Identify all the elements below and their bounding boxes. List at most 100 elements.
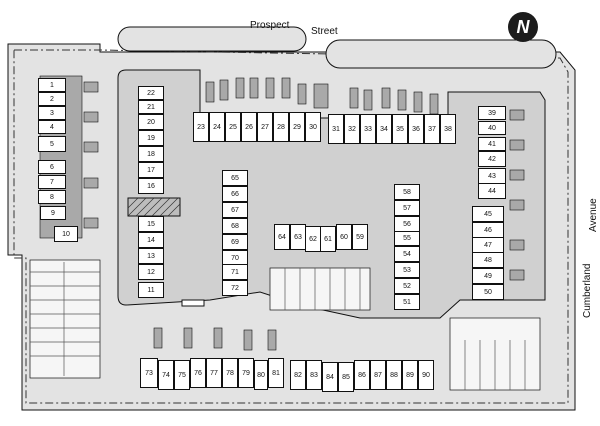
unit-39: 39 <box>478 106 506 120</box>
unit-62: 62 <box>305 226 321 252</box>
unit-53: 53 <box>394 262 420 278</box>
unit-31: 31 <box>328 114 344 144</box>
unit-58: 58 <box>394 184 420 200</box>
unit-17: 17 <box>138 162 164 178</box>
unit-32: 32 <box>344 114 360 144</box>
unit-49: 49 <box>472 268 504 284</box>
unit-63: 63 <box>290 224 306 250</box>
street-label-cumberland: Cumberland <box>582 263 593 318</box>
unit-47: 47 <box>472 237 504 253</box>
unit-46: 46 <box>472 222 504 238</box>
unit-13: 13 <box>138 248 164 264</box>
unit-40: 40 <box>478 121 506 135</box>
unit-56: 56 <box>394 216 420 232</box>
street-label-prospect: Prospect <box>250 20 290 31</box>
unit-48: 48 <box>472 252 504 268</box>
unit-4: 4 <box>38 120 66 134</box>
unit-54: 54 <box>394 246 420 262</box>
unit-52: 52 <box>394 278 420 294</box>
median-right <box>325 39 557 69</box>
unit-35: 35 <box>392 114 408 144</box>
unit-22: 22 <box>138 86 164 100</box>
unit-8: 8 <box>38 190 66 204</box>
unit-67: 67 <box>222 202 248 218</box>
unit-85: 85 <box>338 362 354 392</box>
unit-68: 68 <box>222 218 248 234</box>
unit-2: 2 <box>38 92 66 106</box>
unit-9: 9 <box>40 206 66 220</box>
unit-86: 86 <box>354 360 370 390</box>
parking-lot-west <box>29 259 101 379</box>
unit-29: 29 <box>289 112 305 142</box>
unit-45: 45 <box>472 206 504 222</box>
unit-51: 51 <box>394 294 420 310</box>
small-structure <box>181 299 205 307</box>
unit-84: 84 <box>322 362 338 392</box>
unit-20: 20 <box>138 114 164 130</box>
unit-72: 72 <box>222 280 248 296</box>
unit-28: 28 <box>273 112 289 142</box>
unit-89: 89 <box>402 360 418 390</box>
unit-6: 6 <box>38 160 66 174</box>
unit-74: 74 <box>158 360 174 390</box>
unit-79: 79 <box>238 358 254 388</box>
unit-82: 82 <box>290 360 306 390</box>
unit-30: 30 <box>305 112 321 142</box>
parking-lot-south <box>269 267 541 391</box>
unit-34: 34 <box>376 114 392 144</box>
unit-57: 57 <box>394 200 420 216</box>
unit-19: 19 <box>138 130 164 146</box>
unit-5: 5 <box>38 136 66 152</box>
unit-71: 71 <box>222 264 248 280</box>
unit-76: 76 <box>190 358 206 388</box>
unit-27: 27 <box>257 112 273 142</box>
median-left <box>117 26 307 52</box>
street-label-street: Street <box>311 26 338 37</box>
unit-11: 11 <box>138 282 164 298</box>
unit-23: 23 <box>193 112 209 142</box>
unit-77: 77 <box>206 358 222 388</box>
unit-83: 83 <box>306 360 322 390</box>
unit-16: 16 <box>138 178 164 194</box>
property-boundary-line <box>13 49 569 404</box>
unit-38: 38 <box>440 114 456 144</box>
unit-69: 69 <box>222 234 248 250</box>
unit-37: 37 <box>424 114 440 144</box>
unit-50: 50 <box>472 284 504 300</box>
unit-90: 90 <box>418 360 434 390</box>
unit-64: 64 <box>274 224 290 250</box>
unit-42: 42 <box>478 151 506 167</box>
unit-61: 61 <box>320 226 336 252</box>
unit-78: 78 <box>222 358 238 388</box>
unit-59: 59 <box>352 224 368 250</box>
unit-15: 15 <box>138 216 164 232</box>
unit-75: 75 <box>174 360 190 390</box>
unit-3: 3 <box>38 106 66 120</box>
unit-12: 12 <box>138 264 164 280</box>
unit-88: 88 <box>386 360 402 390</box>
unit-18: 18 <box>138 146 164 162</box>
unit-7: 7 <box>38 175 66 189</box>
unit-14: 14 <box>138 232 164 248</box>
unit-87: 87 <box>370 360 386 390</box>
unit-1: 1 <box>38 78 66 92</box>
street-label-avenue: Avenue <box>588 198 599 232</box>
hatched-walkway <box>127 197 181 217</box>
unit-26: 26 <box>241 112 257 142</box>
unit-44: 44 <box>478 183 506 199</box>
unit-43: 43 <box>478 168 506 184</box>
unit-81: 81 <box>268 358 284 388</box>
unit-21: 21 <box>138 100 164 114</box>
unit-33: 33 <box>360 114 376 144</box>
unit-24: 24 <box>209 112 225 142</box>
unit-66: 66 <box>222 186 248 202</box>
north-arrow-icon: N <box>508 12 538 42</box>
unit-65: 65 <box>222 170 248 186</box>
unit-41: 41 <box>478 137 506 151</box>
unit-73: 73 <box>140 358 158 388</box>
unit-25: 25 <box>225 112 241 142</box>
unit-80: 80 <box>254 360 268 390</box>
unit-36: 36 <box>408 114 424 144</box>
unit-60: 60 <box>336 224 352 250</box>
unit-55: 55 <box>394 230 420 246</box>
